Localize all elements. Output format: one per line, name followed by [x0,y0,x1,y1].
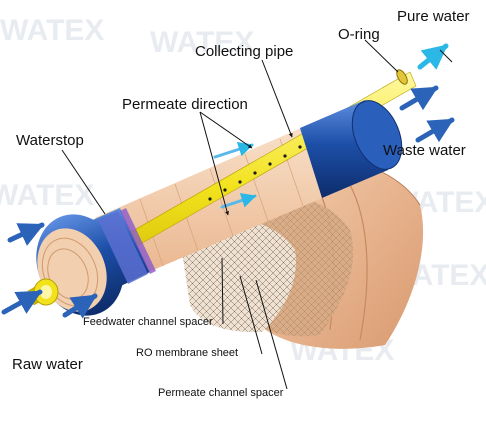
feedwater-channel-spacer-label: Feedwater channel spacer [83,316,213,328]
raw-water-label: Raw water [12,356,83,373]
ro-membrane-sheet-label: RO membrane sheet [136,347,239,359]
pure-water-arrow [417,43,449,70]
permeate-flow-arrow [213,142,254,159]
pure-water-label: Pure water [397,8,470,25]
waste-water-arrow [399,85,439,111]
watermark-text: WATEX [0,179,94,212]
permeate-direction-label: Permeate direction [122,96,248,113]
waste-water-arrow [415,117,455,143]
raw-water-arrow [62,293,98,319]
permeate-flow-arrow [220,193,257,209]
o-ring [396,69,408,85]
waste-water-label: Waste water [383,142,466,159]
watermark-layer: WATEX WATEX WATEX WATEX WATEX WATEX [0,14,486,367]
waterstop-band [98,208,156,284]
leader-lines [61,39,453,390]
raw-water-arrow [1,289,43,315]
flow-arrows [1,43,455,319]
watermark-text: WATEX [150,26,254,59]
right-end-cap [300,100,403,198]
waterstop-label: Waterstop [16,132,84,149]
o-ring-label: O-ring [338,26,380,43]
collecting-pipe-label: Collecting pipe [195,43,294,60]
raw-water-arrow [7,222,45,246]
permeate-channel-spacer-label: Permeate channel spacer [158,387,284,399]
watermark-text: WATEX [0,14,104,47]
